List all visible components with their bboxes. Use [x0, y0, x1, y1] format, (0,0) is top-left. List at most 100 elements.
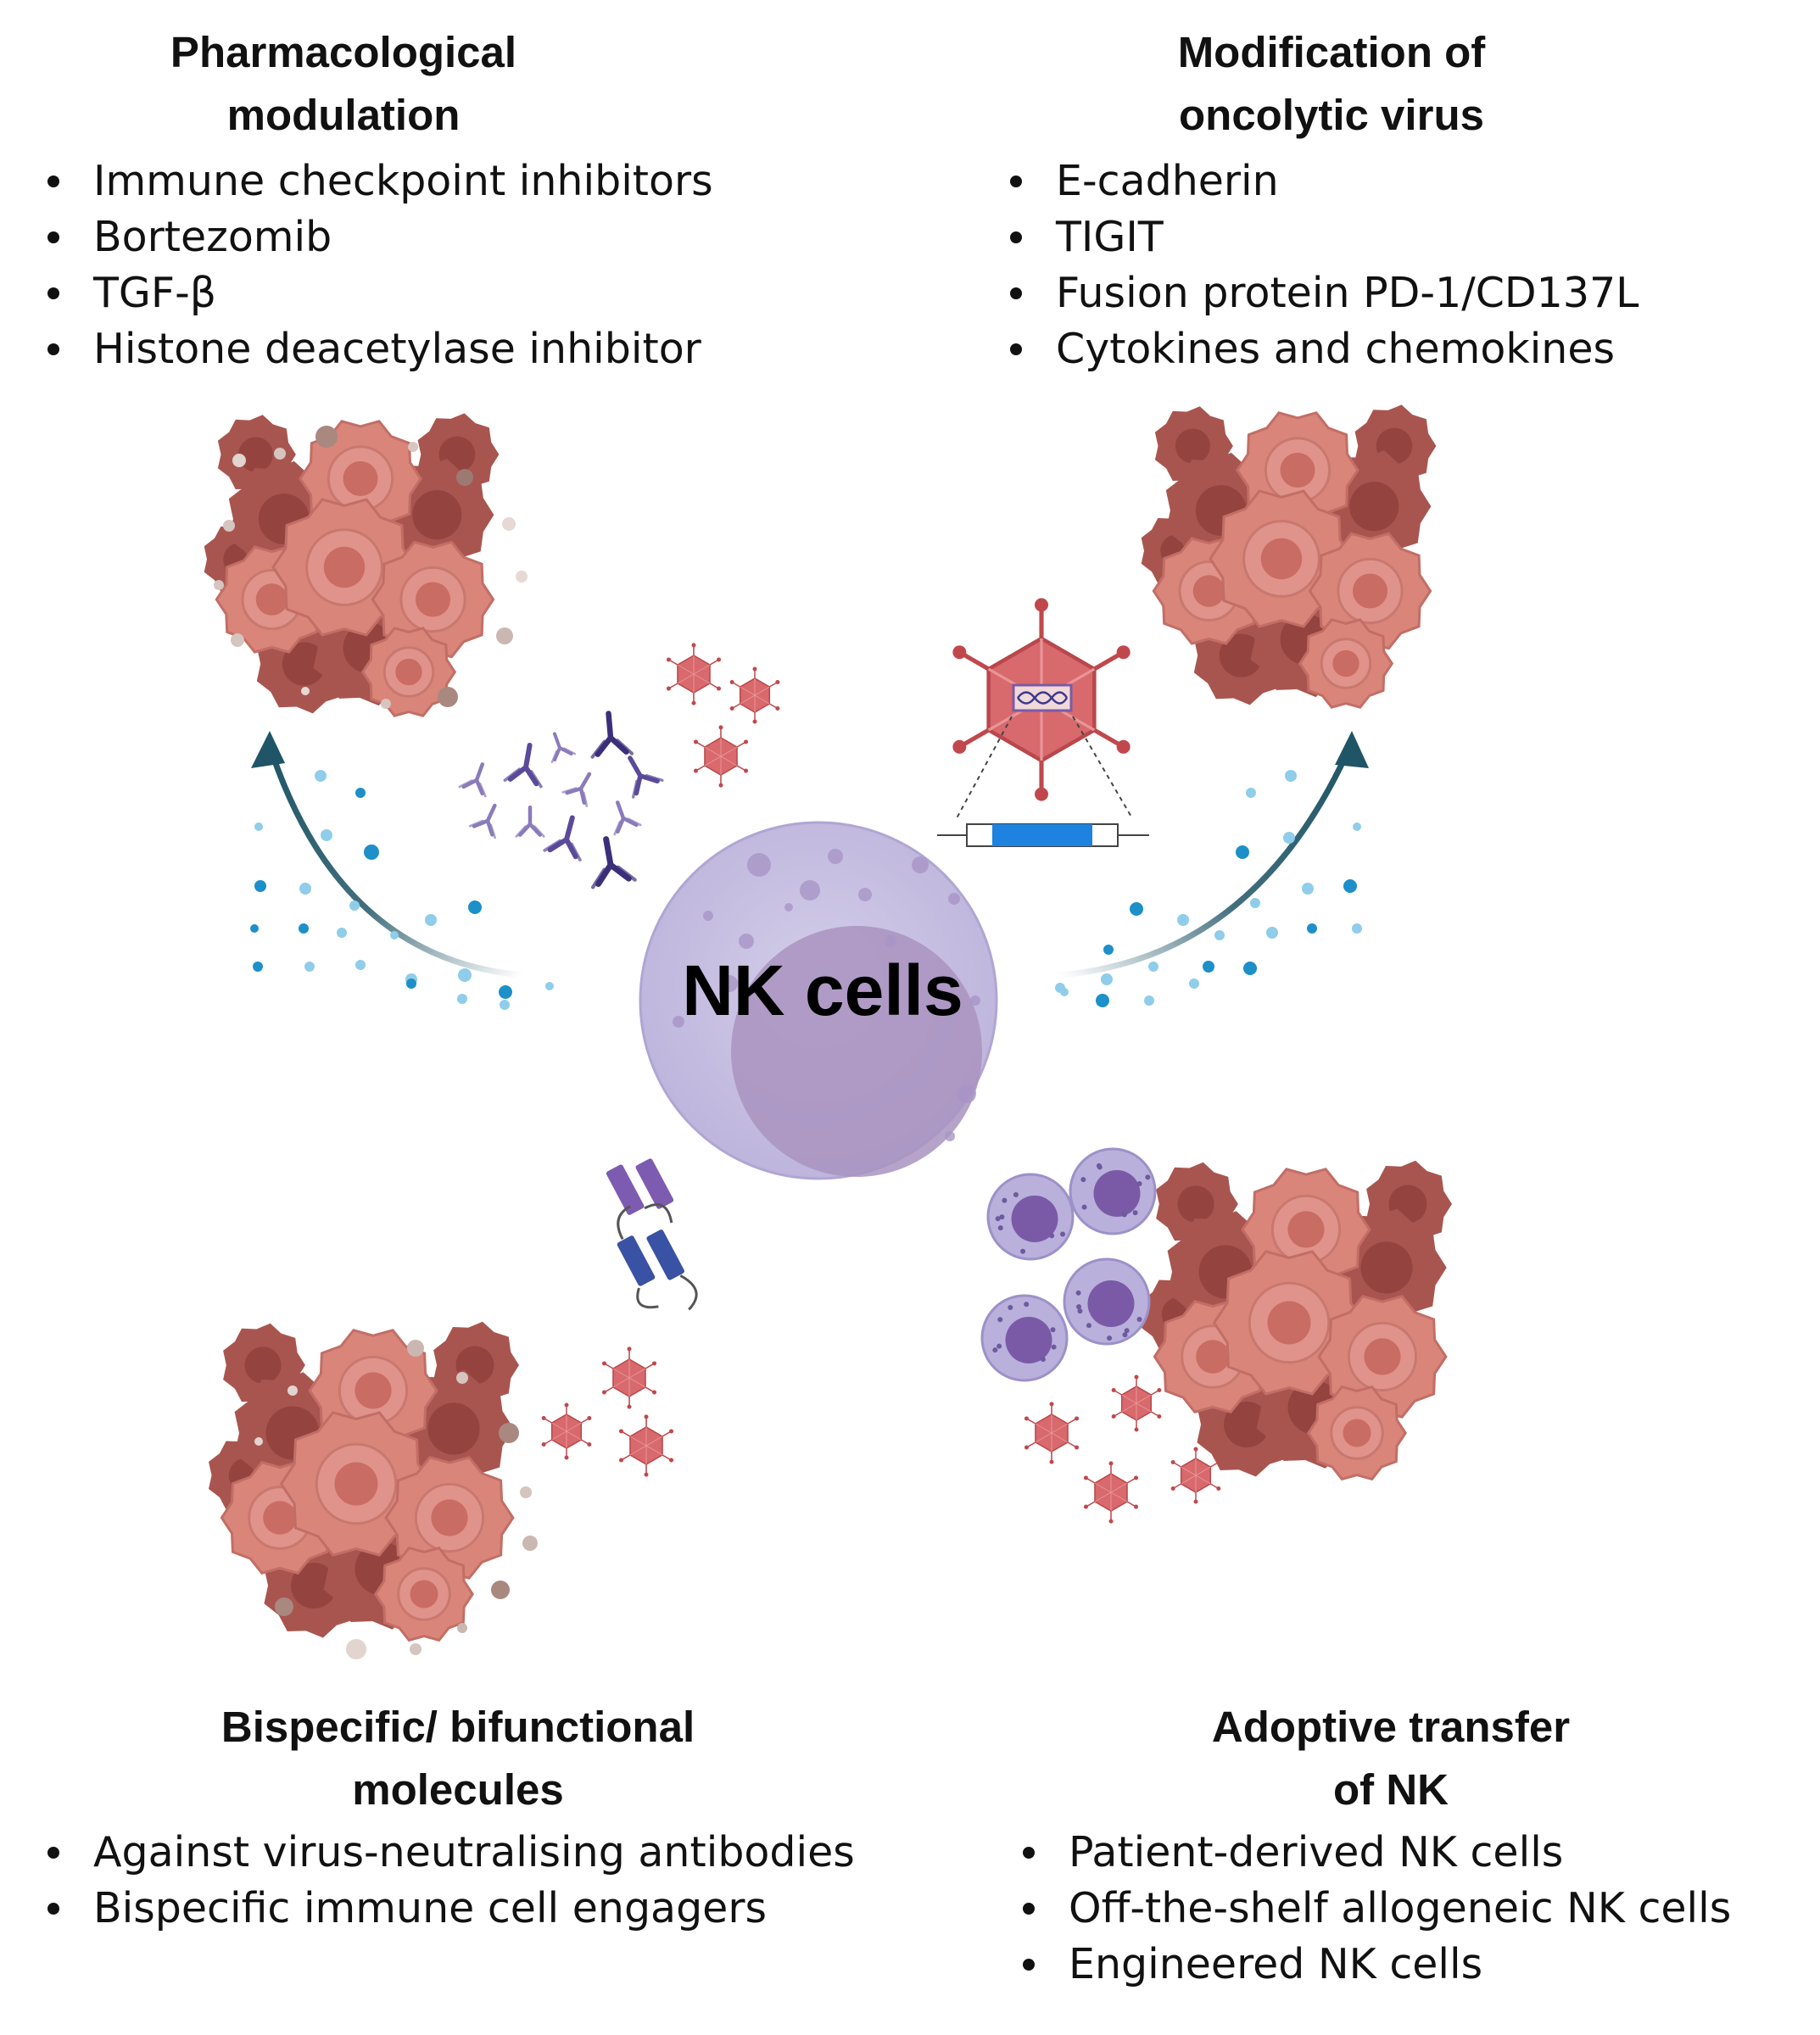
antibody-icon [503, 743, 543, 789]
pharmacological-modulation-title: Pharmacological modulation [17, 21, 670, 147]
title-line-2: of NK [1333, 1765, 1449, 1814]
antibody-icon [590, 836, 637, 889]
cytokine-dot [250, 924, 259, 933]
cytokine-dot [1285, 770, 1297, 782]
title-line-1: Pharmacological [170, 28, 517, 76]
cytokine-dot [337, 928, 347, 938]
list-item: Bispecific immune cell engagers [34, 1881, 950, 1937]
cytokine-dot [1246, 788, 1256, 798]
cytokine-dot [1148, 962, 1158, 972]
nk-cell-main [639, 821, 998, 1180]
title-line-2: modulation [226, 91, 461, 139]
debris-top-left [214, 426, 528, 709]
cytokine-dot [315, 770, 327, 782]
cytokine-dot [349, 900, 360, 911]
list-item: Against virus-neutralising antibodies [34, 1825, 950, 1881]
list-item: Bortezomib [34, 209, 865, 265]
virus-icon [618, 1414, 674, 1477]
title-line-2: molecules [352, 1765, 564, 1814]
cytokine-dot [1250, 898, 1260, 908]
bispecific-molecules-list: Against virus-neutralising antibodies Bi… [34, 1825, 950, 1937]
cytokine-dot [1203, 961, 1214, 973]
cytokine-dot [299, 883, 311, 895]
debris-particle [223, 520, 235, 532]
debris-particle [438, 687, 458, 707]
engineered-virus-icon [937, 598, 1149, 847]
cytokine-dot [1214, 930, 1225, 940]
cytokine-dot [299, 923, 309, 934]
debris-particle [502, 517, 516, 531]
debris-particle [456, 469, 473, 486]
nk-cell-small [986, 1173, 1075, 1261]
cytokine-dot [1060, 988, 1069, 996]
debris-particle [214, 580, 224, 590]
debris-particle [496, 627, 513, 644]
cytokine-dots-right [1055, 770, 1362, 1007]
cytokine-dot [425, 914, 437, 926]
cytokine-dot [355, 788, 366, 798]
list-item: Fusion protein PD-1/CD137L [997, 265, 1747, 321]
cytokine-dot [1177, 914, 1189, 926]
debris-particle [457, 1623, 467, 1633]
oncolytic-virus-title: Modification of oncolytic virus [950, 21, 1713, 147]
cytokine-dot [254, 880, 266, 892]
cytokine-dot [321, 829, 332, 841]
cytokine-dot [545, 982, 554, 990]
antibody-icon [613, 800, 642, 836]
antibody-icon [458, 762, 487, 798]
cytokine-dot [1283, 832, 1295, 844]
tumor-bottom-left [209, 1321, 519, 1642]
nk-cells-label: NK cells [682, 951, 963, 1030]
cytokine-dot [1307, 923, 1317, 934]
cytokine-dot [304, 962, 315, 972]
cytokine-dot [1144, 995, 1154, 1006]
virus-icon [729, 666, 780, 724]
list-item: Engineered NK cells [1009, 1937, 1815, 1993]
antibody-icon [515, 805, 545, 838]
virus-icon [1083, 1461, 1139, 1524]
cytokine-dot [1352, 923, 1362, 934]
pharmacological-modulation-list: Immune checkpoint inhibitors Bortezomib … [34, 153, 865, 377]
cytokine-dot [458, 968, 472, 982]
debris-particle [410, 1643, 422, 1655]
virus-icon [666, 643, 722, 705]
cytokine-dot [390, 931, 399, 939]
title-line-1: Bispecific/ bifunctional [221, 1703, 695, 1751]
nk-cell-small [1069, 1147, 1157, 1235]
debris-particle [407, 1340, 424, 1357]
virus-icon [693, 725, 749, 788]
adoptive-transfer-list: Patient-derived NK cells Off-the-shelf a… [1009, 1825, 1815, 1993]
debris-particle [381, 699, 391, 709]
cytokine-dot [1236, 845, 1249, 859]
debris-particle [301, 687, 310, 695]
list-item: Patient-derived NK cells [1009, 1825, 1815, 1881]
virus-icon [541, 1402, 592, 1460]
curved-arrow-right [1057, 731, 1369, 978]
debris-particle [408, 442, 418, 452]
debris-particle [456, 1372, 468, 1384]
cytokine-dot [355, 960, 366, 970]
cytokine-dot [1266, 927, 1278, 939]
list-item: Histone deacetylase inhibitor [34, 321, 865, 377]
debris-particle [231, 633, 244, 647]
list-item: Immune checkpoint inhibitors [34, 153, 865, 209]
debris-particle [520, 1486, 532, 1498]
debris-particle [254, 1437, 263, 1446]
pharmacological-modulation-panel: Pharmacological modulation Immune checkp… [17, 21, 865, 377]
cytokine-dot [1343, 879, 1357, 893]
cytokine-dot [254, 822, 263, 831]
cytokine-dot [468, 900, 482, 914]
antibody-icon [590, 711, 634, 759]
cytokine-dot [1353, 822, 1361, 831]
cytokine-dot [500, 1000, 510, 1010]
debris-particle [522, 1536, 538, 1551]
cytokine-dot [1189, 978, 1199, 989]
cytokine-dot [364, 845, 379, 860]
antibody-icon [543, 815, 582, 861]
cytokine-dot [253, 962, 263, 972]
list-item: Off-the-shelf allogeneic NK cells [1009, 1881, 1815, 1937]
debris-particle [315, 426, 338, 448]
antibody-icon [628, 755, 664, 799]
antibody-icon [550, 732, 577, 764]
